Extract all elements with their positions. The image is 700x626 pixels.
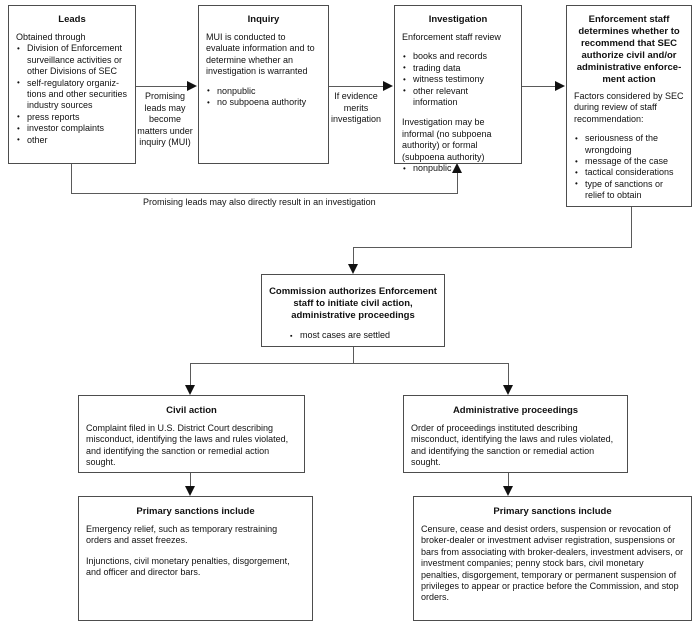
list-item: trading data [402, 62, 514, 74]
node-inquiry[interactable]: Inquiry MUI is conducted to evaluate inf… [198, 5, 329, 164]
edge-label-inquiry-to-investigation: If evidence merits investigation [330, 91, 382, 125]
node-civil-sanctions-title: Primary sanctions include [136, 506, 255, 517]
arrowhead-to-civil-action [185, 385, 195, 395]
list-item: investor complaints [16, 123, 128, 135]
list-item: witness testimony [402, 74, 514, 86]
arrowhead-to-commission [348, 264, 358, 274]
node-enforcement-recommendation-bullets: seriousness of the wrongdoing message of… [574, 133, 684, 201]
node-inquiry-title: Inquiry [247, 14, 280, 25]
arrowhead-to-administrative-proceedings [503, 385, 513, 395]
connector-commission-split [190, 363, 508, 364]
node-enforcement-recommendation-title: Enforcement staff determines whether to … [576, 14, 682, 85]
connector-investigation-to-enforcement [521, 86, 555, 87]
list-item: most cases are settled [289, 330, 437, 342]
node-commission-bullets: most cases are settled [269, 330, 437, 342]
node-administrative-proceedings[interactable]: Administrative proceedings Order of proc… [403, 395, 628, 473]
connector-civil-branch [190, 363, 191, 385]
connector-enforcement-to-commission-run [353, 247, 632, 248]
node-administrative-sanctions-paragraph-1: Censure, cease and desist orders, suspen… [421, 524, 684, 603]
node-enforcement-recommendation-paragraph: Factors considered by SEC during review … [574, 91, 684, 124]
list-item: seriousness of the wrongdoing [574, 133, 684, 156]
arrowhead-investigation-to-enforcement [555, 81, 565, 91]
node-civil-action-paragraph: Complaint filed in U.S. District Court d… [86, 423, 289, 468]
list-item: press reports [16, 111, 128, 123]
edge-label-leads-to-inquiry: Promising leads may become matters under… [137, 91, 193, 148]
node-administrative-sanctions[interactable]: Primary sanctions include Censure, cease… [413, 496, 692, 621]
connector-admin-to-sanctions [508, 473, 509, 486]
node-civil-action[interactable]: Civil action Complaint filed in U.S. Dis… [78, 395, 305, 473]
node-investigation-title: Investigation [428, 14, 488, 25]
arrowhead-leads-to-inquiry [187, 81, 197, 91]
list-item: message of the case [574, 156, 684, 168]
list-item: self-regulatory organiz-tions and other … [16, 77, 128, 112]
node-administrative-sanctions-title: Primary sanctions include [493, 506, 612, 517]
arrowhead-inquiry-to-investigation [383, 81, 393, 91]
connector-inquiry-to-investigation [328, 86, 383, 87]
list-item: books and records [402, 51, 514, 63]
list-item: nonpublic [206, 85, 321, 97]
connector-commission-drop [353, 347, 354, 364]
node-enforcement-recommendation[interactable]: Enforcement staff determines whether to … [566, 5, 692, 207]
node-civil-action-title: Civil action [166, 405, 217, 416]
list-item: no subpoena authority [206, 97, 321, 109]
node-leads[interactable]: Leads Obtained through Division of Enfor… [8, 5, 136, 164]
arrowhead-civil-to-sanctions [185, 486, 195, 496]
list-item: type of sanctions or relief to obtain [574, 178, 684, 202]
edge-label-leads-to-investigation: Promising leads may also directly result… [143, 197, 376, 207]
node-leads-bullets: Division of Enforcement surveillance act… [16, 43, 128, 146]
node-investigation-bullets-2: nonpublic [402, 163, 514, 175]
connector-investigation-riser [457, 173, 458, 194]
node-commission-title: Commission authorizes Enforcement staff … [269, 286, 437, 321]
node-civil-sanctions[interactable]: Primary sanctions include Emergency reli… [78, 496, 313, 621]
connector-enforcement-drop [631, 207, 632, 248]
node-civil-sanctions-paragraph-1: Emergency relief, such as temporary rest… [86, 524, 278, 546]
arrowhead-admin-to-sanctions [503, 486, 513, 496]
node-investigation-paragraph: Enforcement staff review [402, 32, 501, 42]
list-item: other relevant information [402, 85, 514, 109]
node-investigation-bullets: books and records trading data witness t… [402, 51, 514, 108]
node-commission[interactable]: Commission authorizes Enforcement staff … [261, 274, 445, 347]
node-leads-title: Leads [58, 14, 86, 25]
node-inquiry-bullets: nonpublic no subpoena authority [206, 85, 321, 109]
list-item: tactical considerations [574, 167, 684, 179]
node-investigation[interactable]: Investigation Enforcement staff review b… [394, 5, 522, 174]
node-inquiry-paragraph: MUI is conducted to evaluate information… [206, 32, 315, 77]
list-item: other [16, 134, 128, 146]
node-investigation-paragraph-2: Investigation may be informal (no subpoe… [402, 117, 492, 162]
connector-admin-branch [508, 363, 509, 385]
list-item: nonpublic [402, 163, 514, 175]
node-leads-intro: Obtained through [16, 32, 86, 42]
connector-leads-to-inquiry [135, 86, 187, 87]
list-item: Division of Enforcement surveillance act… [16, 43, 128, 77]
connector-leads-drop [71, 164, 72, 194]
node-administrative-proceedings-paragraph: Order of proceedings instituted describi… [411, 423, 614, 468]
node-administrative-proceedings-title: Administrative proceedings [452, 405, 579, 416]
node-civil-sanctions-paragraph-2: Injunctions, civil monetary penalties, d… [86, 555, 290, 578]
connector-civil-to-sanctions [190, 473, 191, 486]
connector-commission-riser [353, 247, 354, 264]
connector-leads-to-investigation-run [71, 193, 458, 194]
